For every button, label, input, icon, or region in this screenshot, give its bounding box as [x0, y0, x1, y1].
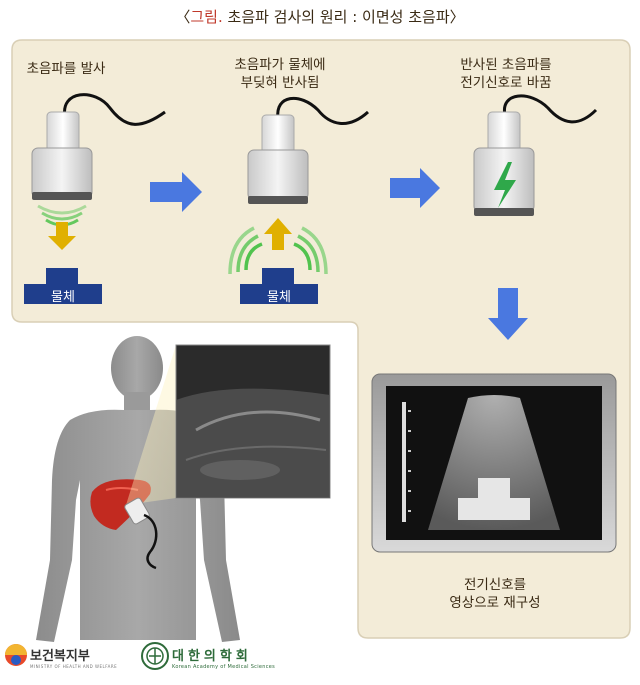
probe-step1 — [31, 93, 166, 200]
academy-logo: 대한의학회 Korean Academy of Medical Sciences — [172, 649, 276, 670]
object-label-step1: 물체 — [51, 290, 75, 305]
probe-step3 — [473, 94, 598, 216]
step1-label: 초음파를 발사 — [26, 61, 106, 77]
scan-fan — [428, 395, 560, 530]
ultrasound-image — [175, 344, 331, 499]
probe-step2 — [247, 96, 370, 204]
lightning-icon — [494, 162, 516, 208]
figure-title-text: 초음파 검사의 원리 : 이면성 초음파 — [222, 8, 450, 26]
academy-seal-icon — [141, 642, 169, 670]
monitor — [371, 373, 617, 553]
object-step2 — [240, 268, 318, 304]
ministry-logo: 보건복지부 MINISTRY OF HEALTH AND WELFARE — [30, 649, 118, 669]
ministry-logo-icon — [5, 644, 27, 666]
object-step1 — [24, 268, 102, 304]
arrow-down-step1 — [48, 222, 76, 250]
step-arrow-2 — [390, 168, 440, 208]
figure-title-label: 그림. — [190, 8, 223, 26]
probe-cable — [63, 93, 166, 126]
waves-step2 — [228, 226, 328, 275]
probe-on-body — [124, 497, 158, 570]
step-arrow-1 — [150, 172, 202, 212]
arrow-up-step2 — [264, 218, 292, 250]
scale-bar — [402, 402, 411, 522]
step2-label: 초음파가 물체에 부딪혀 반사됨 — [234, 57, 326, 91]
object-label-step2: 물체 — [267, 290, 291, 305]
figure-title: 〈그림. 초음파 검사의 원리 : 이면성 초음파〉 — [175, 8, 465, 26]
object-image — [458, 478, 530, 520]
step-arrow-down — [488, 288, 528, 340]
step3-label: 반사된 초음파를 전기신호로 바꿈 — [460, 57, 552, 91]
final-step-label: 전기신호를 영상으로 재구성 — [449, 577, 541, 611]
